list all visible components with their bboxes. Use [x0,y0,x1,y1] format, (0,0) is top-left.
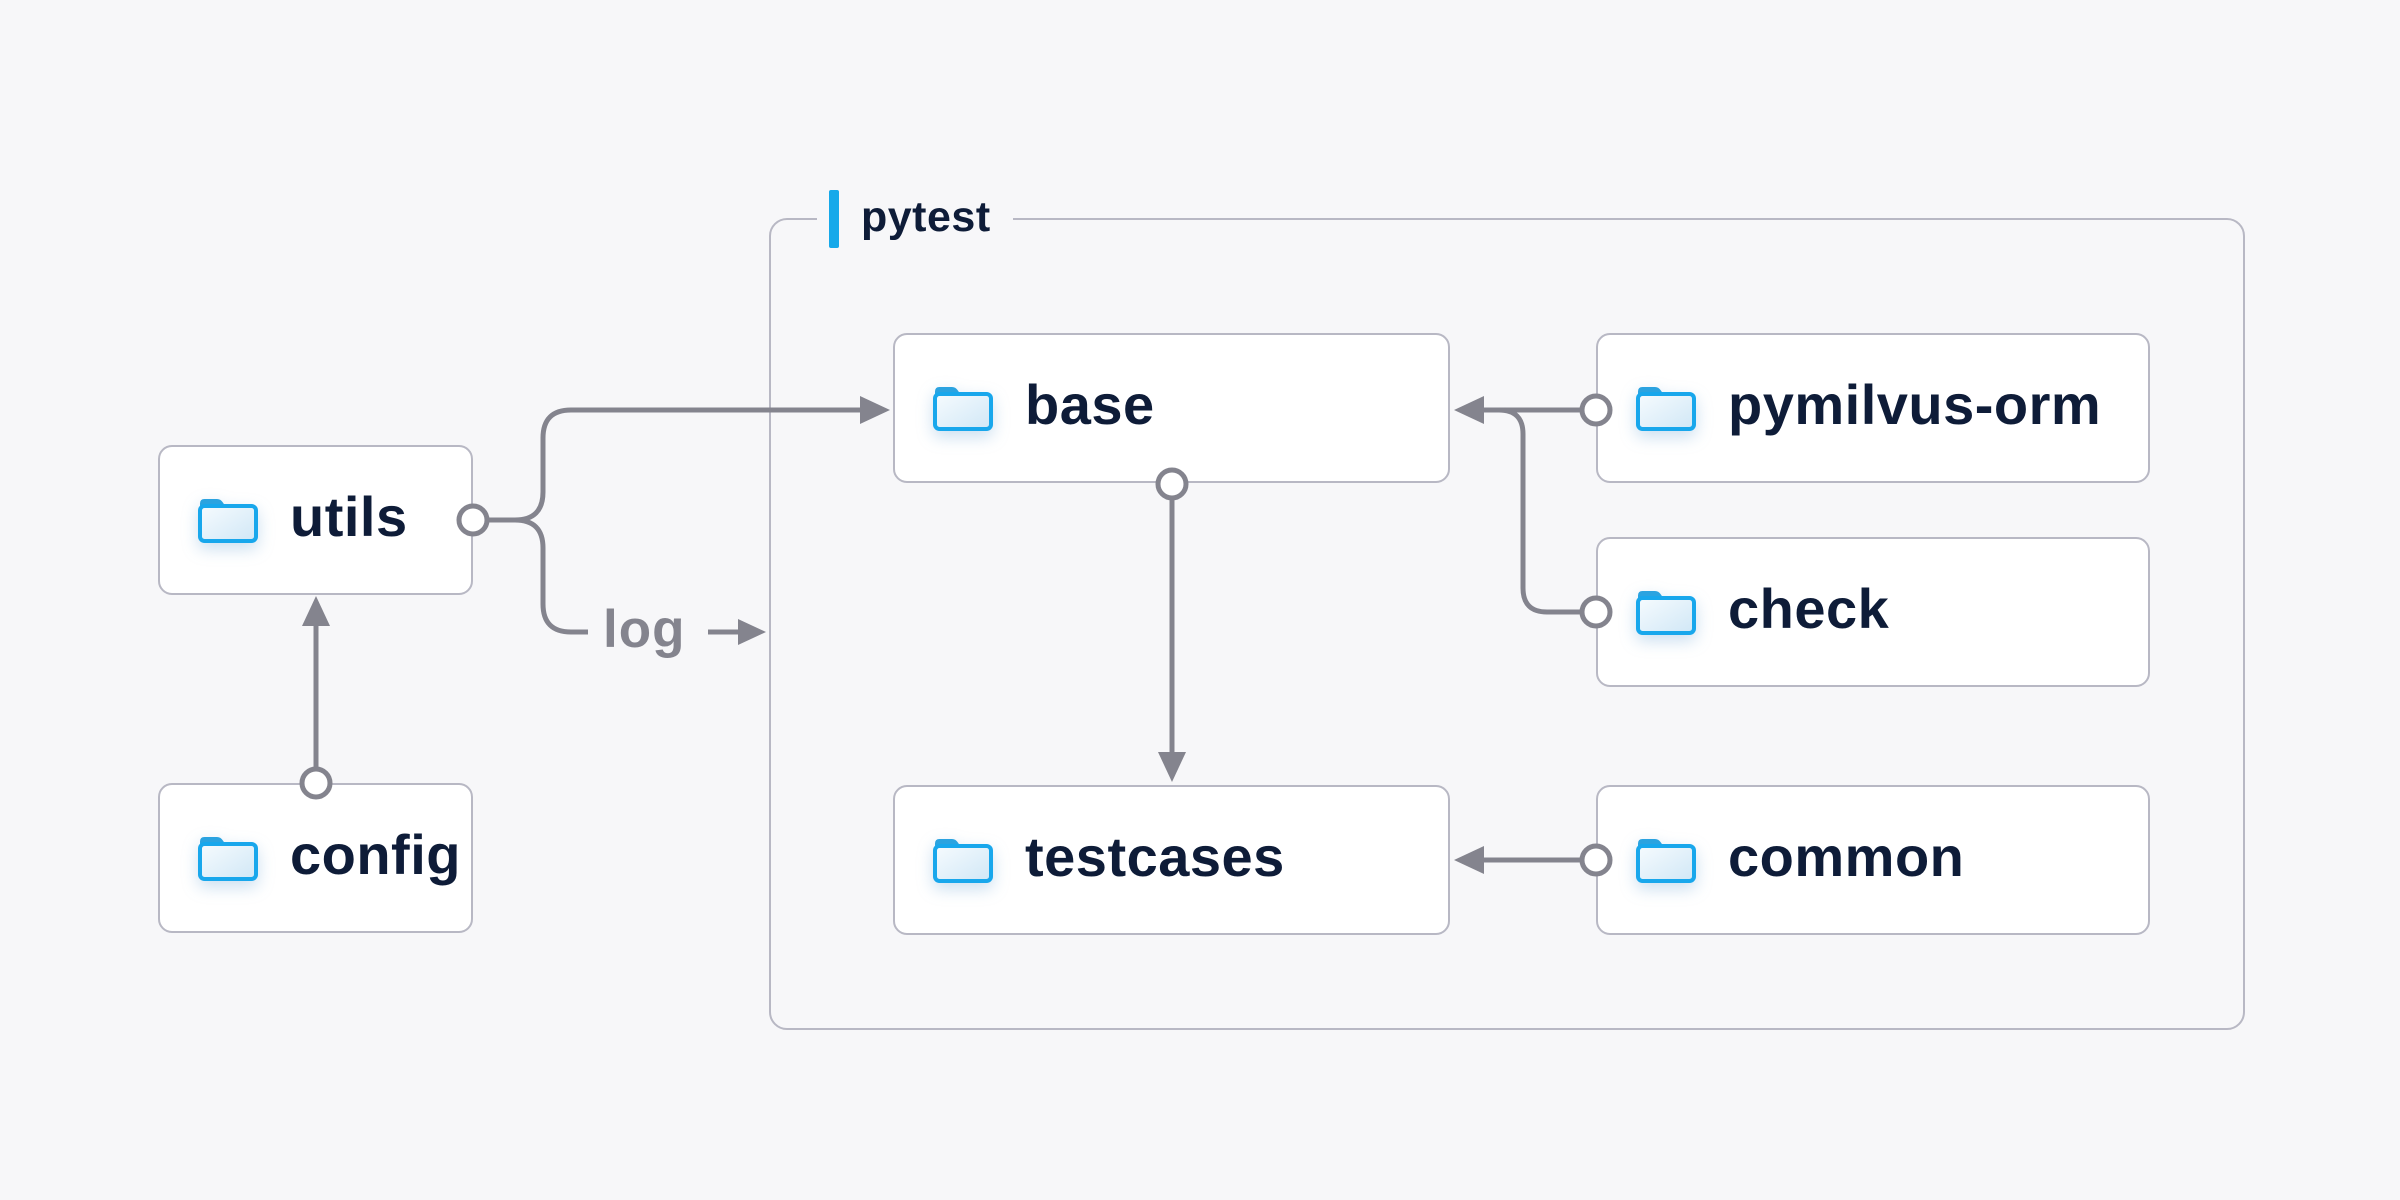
pytest-group-title: pytest [861,192,991,241]
folder-icon [931,383,995,433]
folder-icon [931,835,995,885]
edge-config-to-utils [299,596,333,800]
folder-icon [1634,835,1698,885]
node-base: base [893,333,1450,483]
folder-icon [196,495,260,545]
node-label: config [290,823,461,886]
node-label: base [1025,373,1155,436]
node-config: config [158,783,473,933]
arrowhead-into-pytest [738,619,766,645]
node-label: testcases [1025,825,1285,888]
node-common: common [1596,785,2150,935]
node-label: utils [290,485,408,548]
node-pymilvus-orm: pymilvus-orm [1596,333,2150,483]
pytest-group-box: pytest [769,189,2245,1030]
node-testcases: testcases [893,785,1450,935]
node-check: check [1596,537,2150,687]
folder-icon [1634,587,1698,637]
node-label: check [1728,577,1890,640]
arrowhead-into-utils [302,596,330,626]
pytest-group-label: pytest [817,189,1013,249]
node-utils: utils [158,445,473,595]
node-label: common [1728,825,1965,888]
folder-icon [1634,383,1698,433]
folder-icon [196,833,260,883]
node-label: pymilvus-orm [1728,373,2102,436]
accent-bar [829,190,839,248]
log-edge-label: log [603,600,686,659]
